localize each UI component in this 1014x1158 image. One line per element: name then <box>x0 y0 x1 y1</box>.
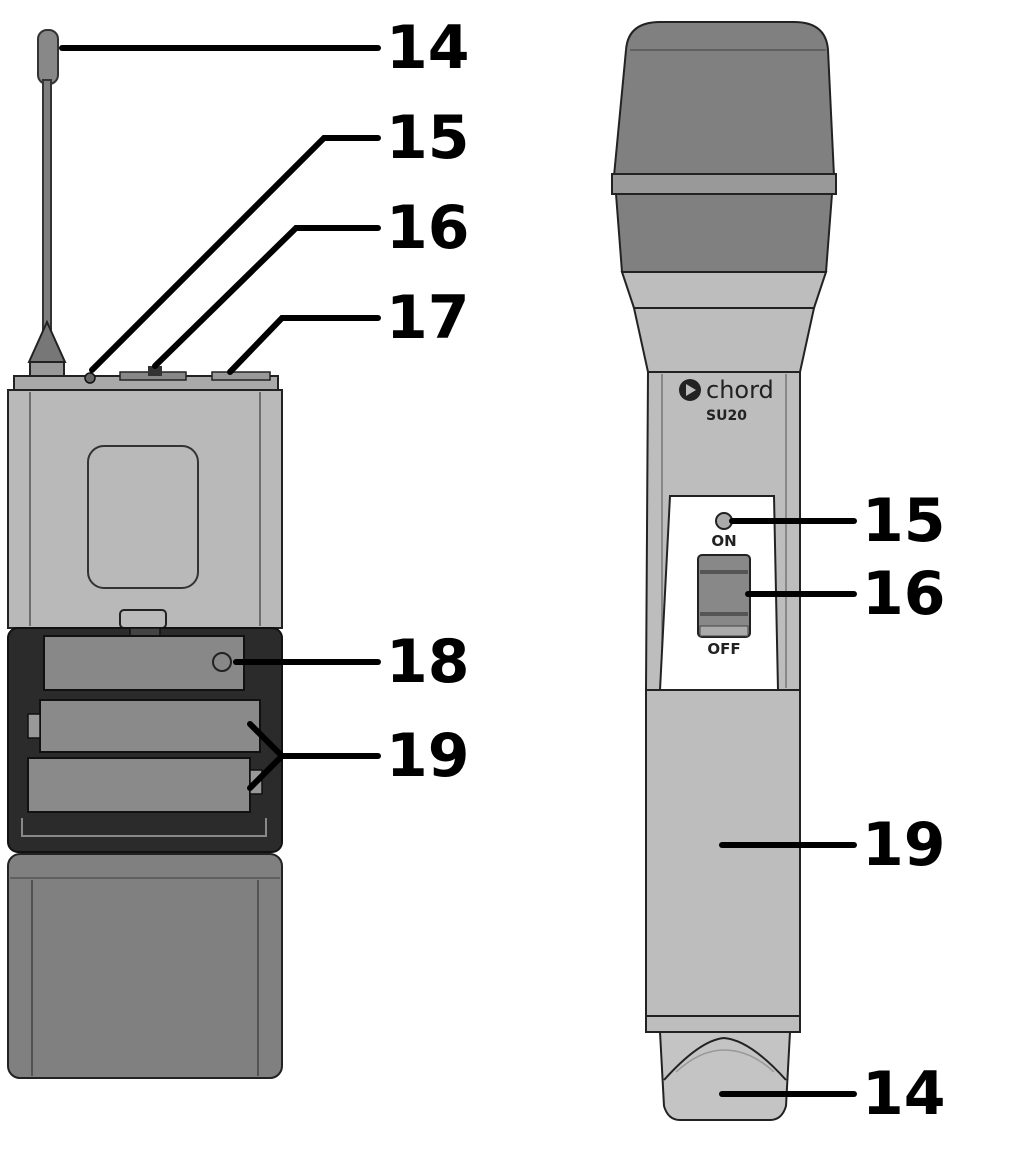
handheld-microphone: chord SU20 ON OFF <box>611 21 837 1121</box>
mic-switch-off-label: OFF <box>707 640 740 658</box>
bodypack-mic-input <box>211 371 271 381</box>
mic-brand-text: chord <box>706 376 774 404</box>
battery-2 <box>27 757 251 813</box>
bodypack-battery-cover <box>7 853 283 1079</box>
battery-1 <box>39 699 261 753</box>
mic-model-text: SU20 <box>706 408 747 424</box>
callout-14-mic-antenna: 14 <box>862 1059 946 1129</box>
callout-15-power-led: 15 <box>386 103 470 173</box>
callout-15-mic-led: 15 <box>862 486 946 556</box>
bodypack-channel-display <box>43 635 245 691</box>
callout-16-mic-switch: 16 <box>862 559 946 629</box>
bodypack-transmitter <box>7 29 283 1079</box>
chord-logo <box>679 379 701 401</box>
callout-14-antenna: 14 <box>386 13 470 83</box>
mic-battery-handle <box>645 689 801 1033</box>
mic-antenna-cap <box>658 1031 792 1121</box>
bodypack-leader-lines <box>59 45 381 791</box>
mic-grille-top <box>612 21 836 177</box>
leader-line-mic-input <box>227 315 381 375</box>
mic-switch-on-label: ON <box>711 532 736 550</box>
mic-collar <box>620 271 828 309</box>
leader-line-led <box>89 135 381 373</box>
callout-16-power-switch: 16 <box>386 193 470 263</box>
bodypack-led <box>84 372 96 384</box>
bodypack-antenna <box>27 29 67 379</box>
mic-grille-bottom <box>614 193 834 273</box>
callout-17-mic-input: 17 <box>386 283 470 353</box>
leader-line-switch <box>152 225 381 369</box>
bodypack-channel-button <box>212 652 232 672</box>
callout-19-batteries: 19 <box>386 721 470 791</box>
callout-18-channel-display: 18 <box>386 627 470 697</box>
mic-grille-ring <box>611 173 837 195</box>
handheld-leader-lines <box>719 518 857 1097</box>
bodypack-belt-clip-window <box>87 445 199 589</box>
callout-19-mic-battery: 19 <box>862 810 946 880</box>
bodypack-switch-knob <box>148 366 162 376</box>
mic-power-switch <box>697 554 751 638</box>
bodypack-latch <box>119 609 167 629</box>
